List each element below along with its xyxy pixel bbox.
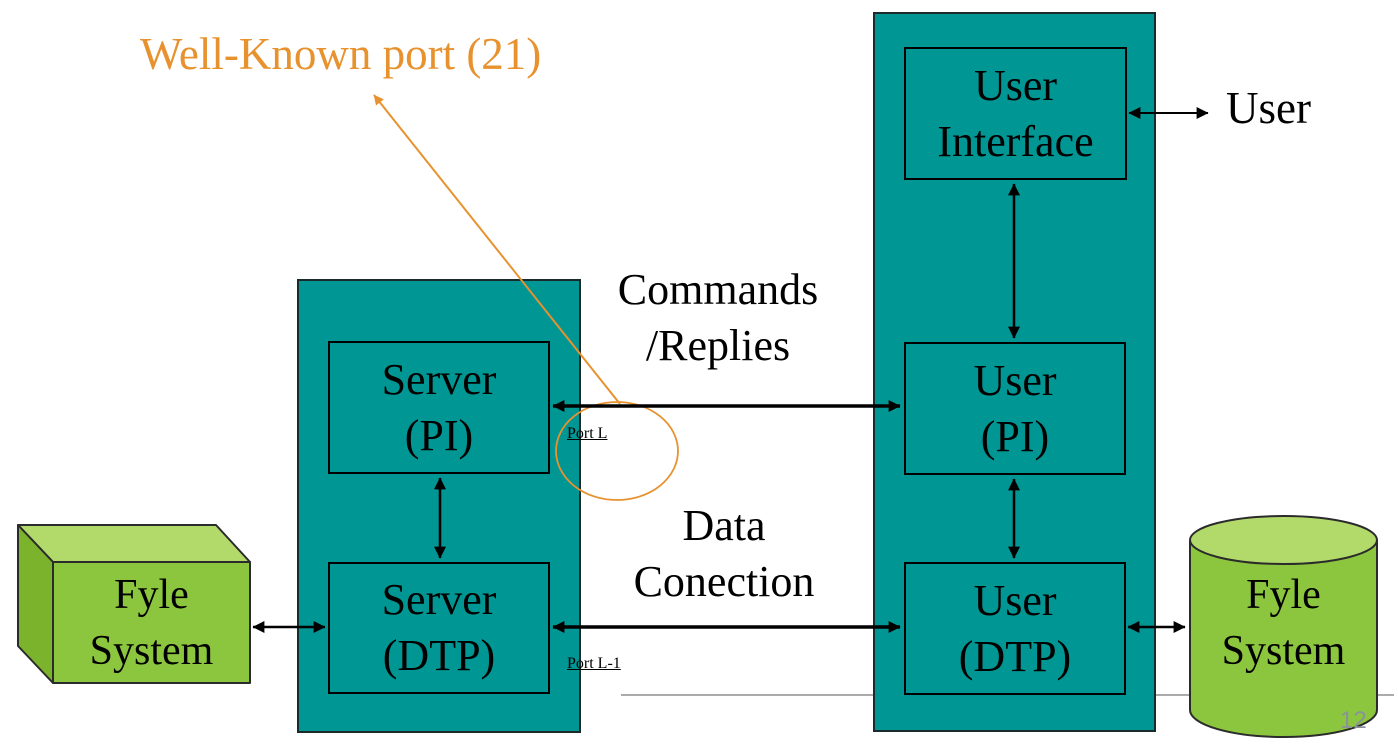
user-interface-label-line2: Interface [937, 116, 1094, 166]
user-actor-label: User [1226, 83, 1311, 133]
user-dtp-label-line1: User [973, 575, 1057, 625]
page-number: 12 [1340, 707, 1367, 734]
left-file-system-label: Fyle System [53, 562, 250, 683]
port-l-minus-1-label: Port L-1 [567, 655, 621, 672]
user-dtp-box: User (DTP) [904, 562, 1126, 695]
port-l-label: Port L [567, 425, 608, 442]
well-known-port-annotation: Well-Known port (21) [140, 29, 542, 79]
user-pi-box: User (PI) [904, 342, 1126, 475]
user-interface-label-line1: User [973, 60, 1058, 110]
server-pi-label-line2: (PI) [404, 410, 474, 460]
right-file-system-label: Fyle System [1190, 560, 1377, 685]
commands-replies-label: Commands /Replies [578, 262, 858, 374]
user-pi-label-line1: User [973, 355, 1057, 405]
server-pi-label-line1: Server [381, 354, 497, 404]
data-connection-label-line1: Data [682, 501, 766, 550]
user-interface-box: User Interface [904, 47, 1127, 180]
commands-replies-label-line2: /Replies [645, 321, 791, 370]
commands-replies-label-line1: Commands [617, 265, 819, 314]
server-pi-box: Server (PI) [328, 341, 550, 474]
file-system-cylinder-top [1189, 515, 1378, 565]
server-dtp-box: Server (DTP) [328, 562, 550, 694]
left-file-system-label-line1: Fyle [114, 571, 189, 618]
right-file-system-label-line1: Fyle [1246, 571, 1321, 618]
file-system-box-top-face [17, 524, 251, 563]
server-dtp-label-line2: (DTP) [382, 631, 496, 680]
user-dtp-label-line2: (DTP) [958, 631, 1072, 681]
file-system-box-side-face [17, 524, 54, 684]
right-file-system-label-line2: System [1221, 627, 1346, 674]
left-file-system-label-line2: System [89, 627, 214, 674]
server-dtp-label-line1: Server [381, 575, 497, 624]
data-connection-label-line2: Conection [633, 557, 815, 606]
user-pi-label-line2: (PI) [980, 411, 1050, 461]
data-connection-label: Data Conection [584, 498, 864, 610]
